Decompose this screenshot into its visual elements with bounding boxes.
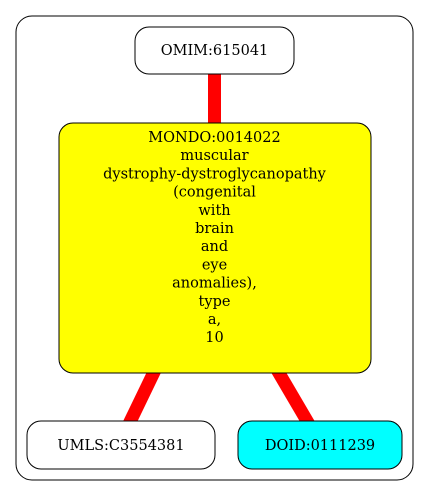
node-mondo-label-line: brain bbox=[195, 221, 234, 237]
node-mondo-label-line: a, bbox=[208, 312, 221, 328]
node-mondo-label-line: MONDO:0014022 bbox=[148, 130, 280, 146]
node-mondo-label-line: and bbox=[201, 239, 228, 255]
node-mondo[interactable]: MONDO:0014022 muscular dystrophy-dystrogly… bbox=[58, 122, 372, 374]
node-mondo-label-line: dystrophy-dystroglycanopathy bbox=[103, 166, 327, 182]
node-mondo-label-line: muscular bbox=[180, 148, 248, 164]
edge-mondo-doid bbox=[270, 364, 316, 430]
node-omim-box bbox=[134, 26, 295, 75]
edge-mondo-umls bbox=[122, 365, 162, 429]
node-doid-box bbox=[237, 420, 403, 470]
edges-layer bbox=[122, 70, 316, 430]
node-mondo-label-line: eye bbox=[202, 257, 227, 273]
node-omim[interactable]: OMIM:615041 bbox=[134, 26, 295, 75]
node-mondo-label-line: with bbox=[198, 203, 230, 219]
node-mondo-label-line: (congenital bbox=[173, 185, 256, 201]
node-mondo-label-line: anomalies), bbox=[172, 276, 257, 292]
node-umls[interactable]: UMLS:C3554381 bbox=[26, 420, 216, 470]
edge-core bbox=[288, 392, 298, 402]
node-mondo-box bbox=[58, 122, 372, 374]
node-omim-label: OMIM:615041 bbox=[161, 43, 269, 59]
node-doid[interactable]: DOID:0111239 bbox=[237, 420, 403, 470]
node-mondo-label-line: 10 bbox=[205, 330, 223, 346]
node-umls-box bbox=[26, 420, 216, 470]
node-umls-label: UMLS:C3554381 bbox=[57, 438, 184, 454]
node-doid-label: DOID:0111239 bbox=[265, 438, 375, 454]
edge-core bbox=[137, 392, 147, 402]
node-mondo-label-line: type bbox=[199, 294, 231, 310]
node-mondo-label: MONDO:0014022 muscular dystrophy-dystrogly… bbox=[103, 130, 327, 346]
